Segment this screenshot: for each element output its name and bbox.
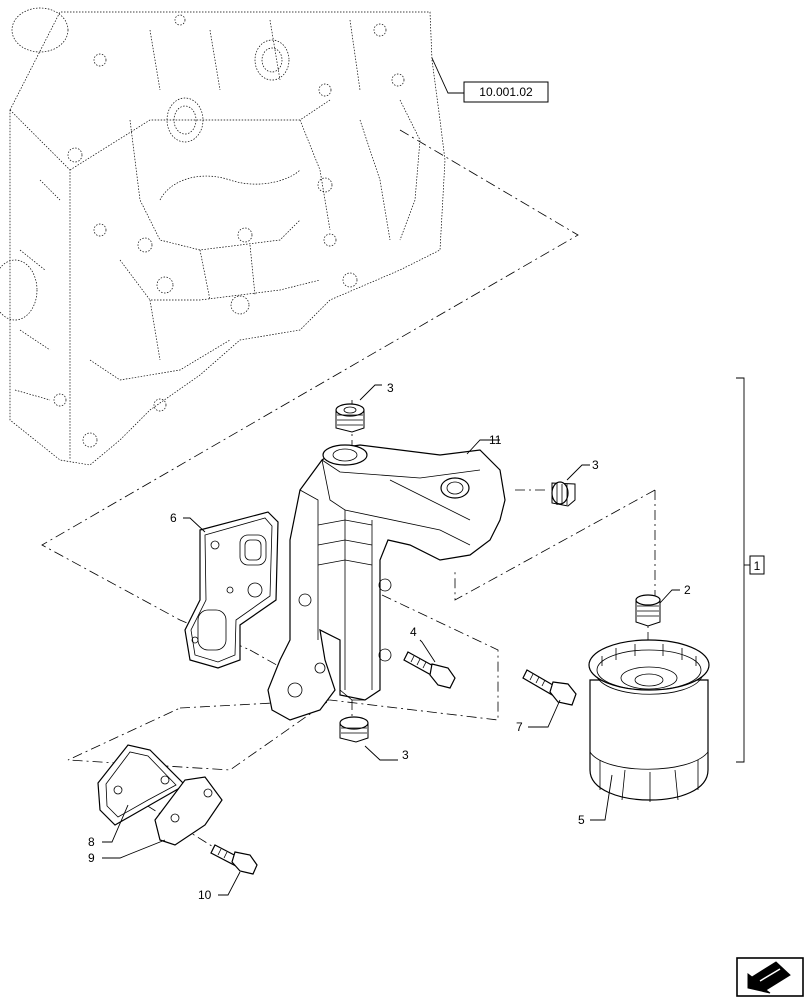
leader-lines <box>102 57 680 896</box>
engine-block <box>0 7 446 466</box>
callout-3-top: 3 <box>387 381 394 395</box>
oil-filter <box>588 639 710 802</box>
callout-8: 8 <box>88 835 95 849</box>
callout-5: 5 <box>578 813 585 827</box>
gasket <box>184 511 279 669</box>
callout-3-bottom: 3 <box>402 748 409 762</box>
group-bracket <box>736 377 750 763</box>
callout-6: 6 <box>170 511 177 525</box>
callout-10: 10 <box>198 888 212 902</box>
filter-head-housing <box>267 444 506 721</box>
callout-11: 11 <box>489 433 502 447</box>
callout-4: 4 <box>410 625 417 639</box>
reference-label: 10.001.02 <box>479 85 533 99</box>
plug-side <box>551 481 576 507</box>
bolt-10 <box>210 844 258 875</box>
callout-labels: 3 3 3 11 2 4 7 5 6 8 9 10 <box>88 381 691 902</box>
threaded-nipple <box>635 594 661 627</box>
callout-3-side: 3 <box>592 458 599 472</box>
cover-gasket-8 <box>97 744 186 826</box>
group-label-box: 1 <box>749 555 765 575</box>
bolt-4 <box>403 651 456 689</box>
plug-bottom <box>339 716 369 743</box>
callout-7: 7 <box>516 720 523 734</box>
callout-1: 1 <box>754 559 761 573</box>
plug-top <box>335 403 365 433</box>
callout-2: 2 <box>684 583 691 597</box>
callout-9: 9 <box>88 851 95 865</box>
bolt-7 <box>522 669 577 706</box>
next-page-arrow-icon[interactable] <box>736 957 804 997</box>
reference-box[interactable]: 10.001.02 <box>463 81 549 103</box>
